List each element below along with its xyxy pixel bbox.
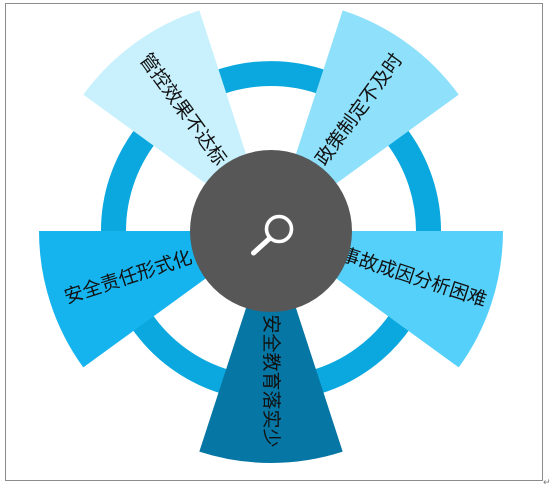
- ring-arc: [212, 61, 330, 95]
- petal-label: 安全教育落实少: [260, 314, 282, 447]
- magnifier-icon: [251, 214, 294, 256]
- petal-accident-analysis: 事故成因分析困难: [319, 231, 503, 368]
- petal-control-effect: 管控效果不达标: [83, 10, 253, 196]
- petal-safety-education: 安全教育落实少: [199, 288, 343, 463]
- outer-ring: [100, 61, 442, 395]
- ring-arc: [130, 312, 231, 395]
- petal-group: 管控效果不达标政策制定不及时事故成因分析困难安全教育落实少 安全责任形式化: [38, 10, 503, 463]
- ring-arc: [100, 126, 157, 237]
- petal-shape: [38, 231, 223, 368]
- petal-shape: [289, 10, 459, 196]
- petal-safety-responsibility: 安全责任形式化: [38, 231, 223, 368]
- center-circle: [190, 150, 352, 312]
- petal-policy-timing: 政策制定不及时: [289, 10, 459, 196]
- petal-shape: [319, 231, 503, 368]
- ring-arc: [311, 312, 412, 395]
- ring-arc: [385, 126, 442, 237]
- paragraph-mark: ↵: [543, 478, 549, 488]
- petal-shape: [199, 288, 343, 463]
- petal-shape: [83, 10, 253, 196]
